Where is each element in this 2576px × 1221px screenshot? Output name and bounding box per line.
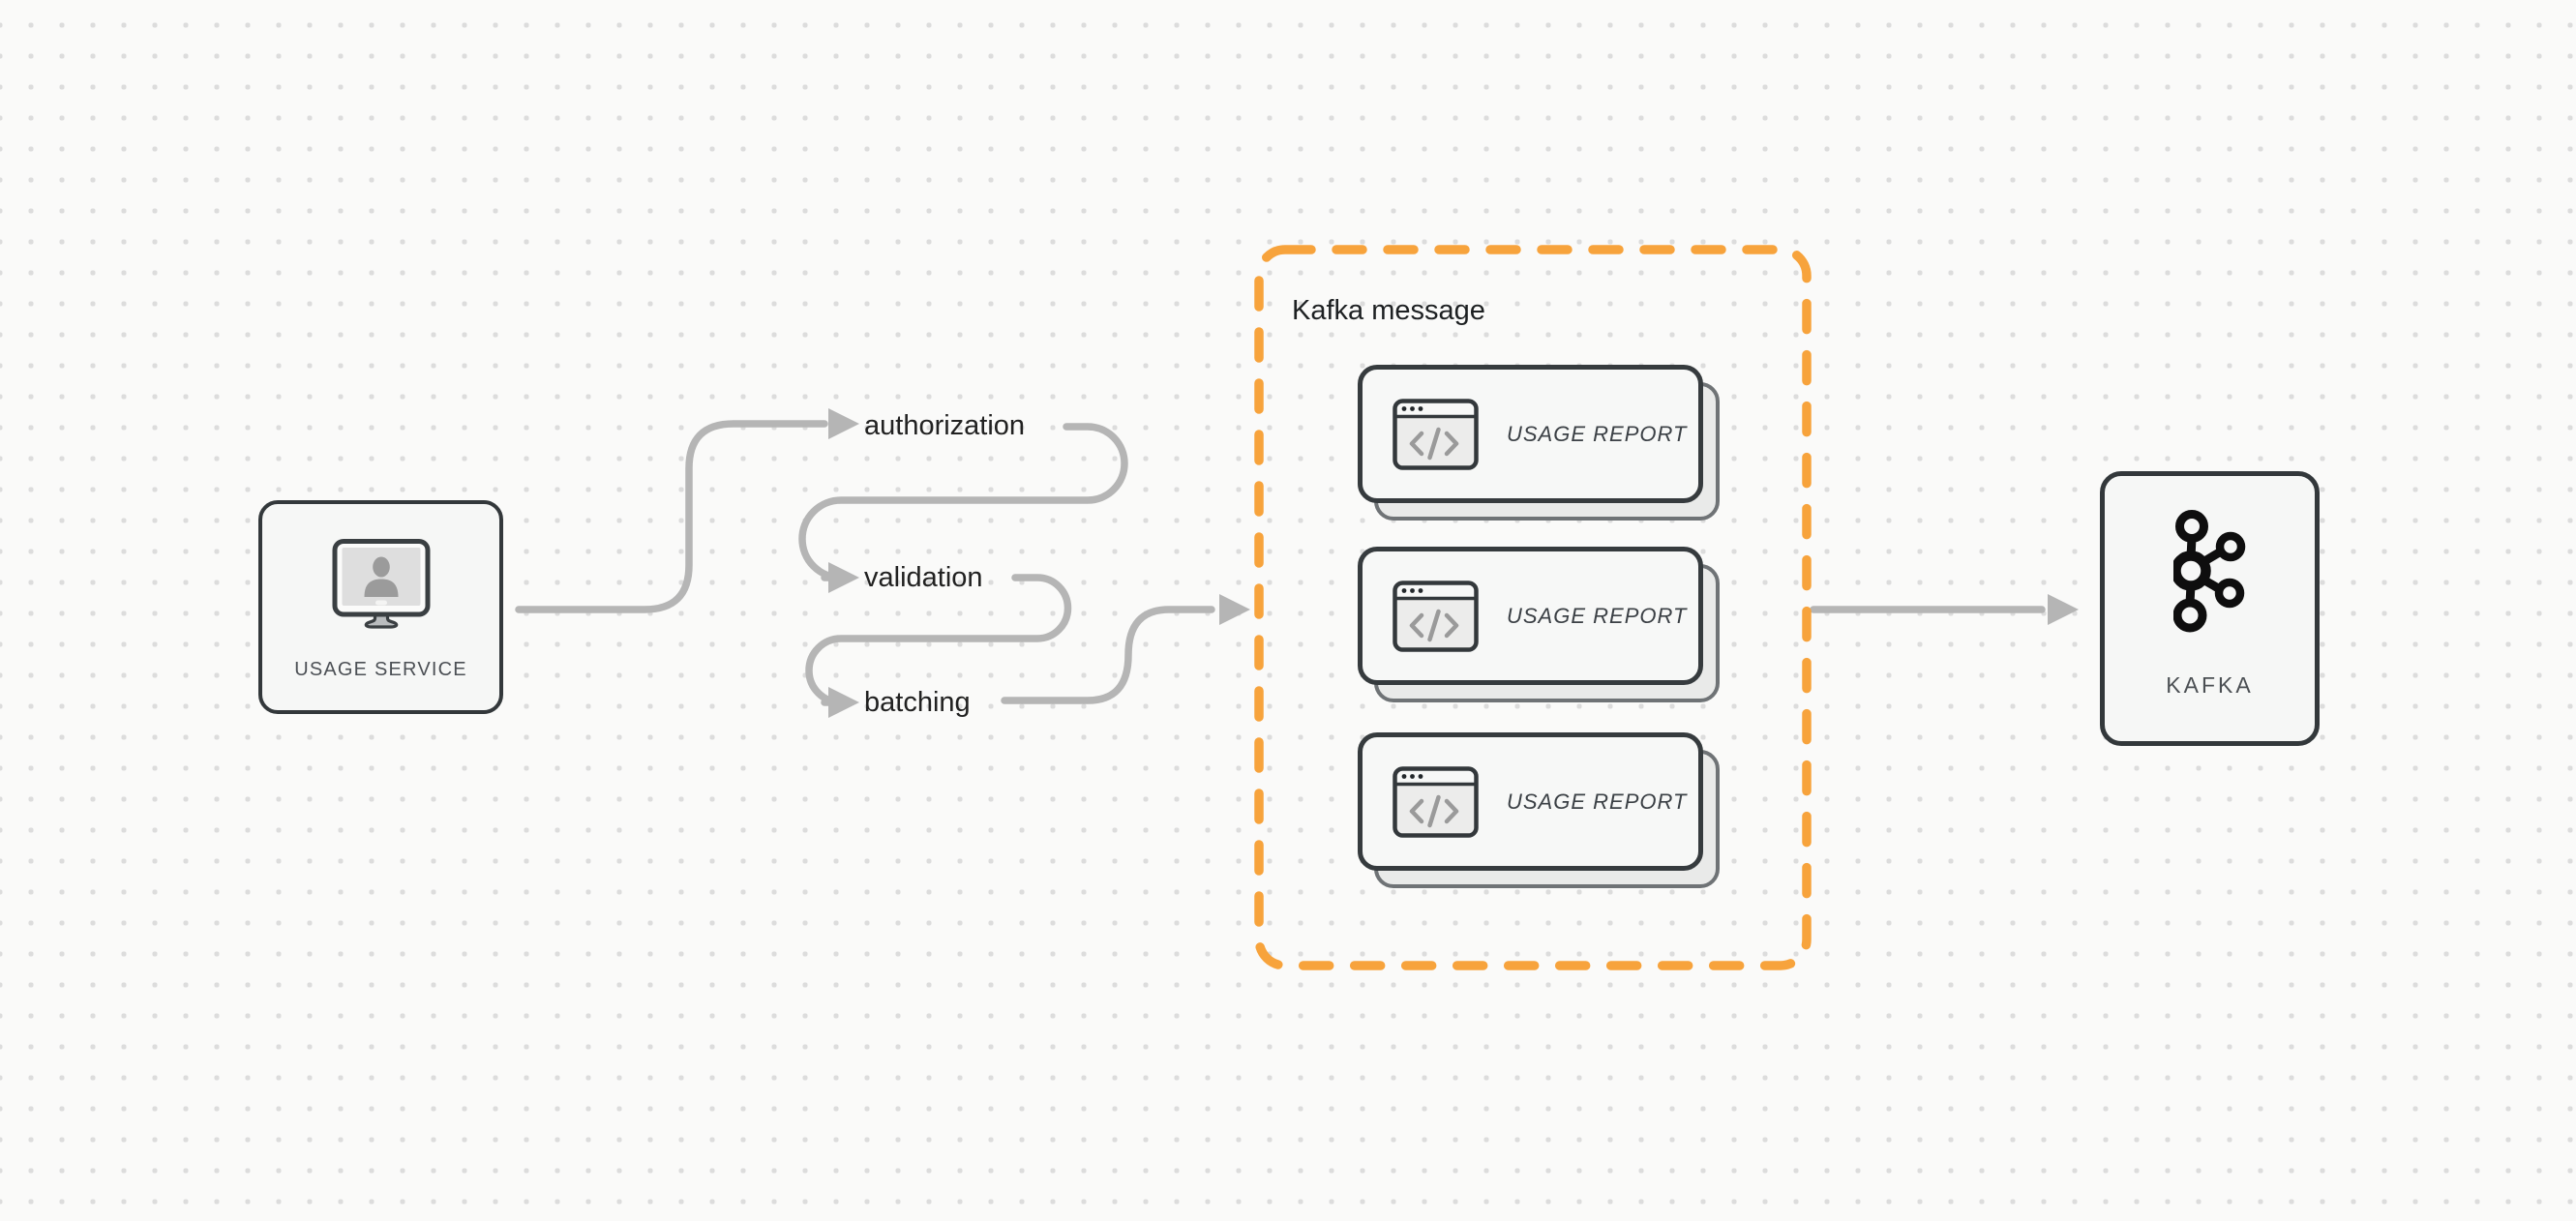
arrowhead-validation: [828, 562, 859, 593]
arrow-authorization-to-validation: [798, 423, 1128, 581]
arrowhead-batching: [828, 687, 859, 718]
step-authorization: authorization: [864, 410, 1026, 441]
usage-service-node: USAGE SERVICE: [258, 500, 503, 714]
kafka-message-group: Kafka message USAGE REPORT: [1254, 245, 1812, 970]
dashed-group-border: [1254, 245, 1812, 970]
code-window-icon: [1393, 765, 1479, 838]
arrow-validation-to-batching: [805, 574, 1072, 706]
kafka-logo-icon: [2172, 510, 2245, 633]
usage-report-label: USAGE REPORT: [1507, 421, 1688, 446]
arrow-service-to-authorization: [515, 420, 828, 613]
kafka-label: KAFKA: [2166, 672, 2254, 698]
usage-report-card: USAGE REPORT: [1358, 732, 1720, 888]
kafka-node: KAFKA: [2100, 471, 2320, 746]
usage-report-card: USAGE REPORT: [1358, 547, 1720, 702]
arrowhead-into-message: [1219, 594, 1250, 625]
arrowhead-authorization: [828, 408, 859, 439]
step-batching: batching: [864, 687, 971, 718]
step-validation: validation: [864, 562, 983, 593]
arrow-batching-to-message: [1001, 606, 1215, 704]
monitor-user-icon: [332, 539, 430, 629]
usage-report-card: USAGE REPORT: [1358, 365, 1720, 521]
kafka-message-title: Kafka message: [1292, 295, 1485, 326]
usage-service-label: USAGE SERVICE: [294, 659, 467, 680]
usage-report-label: USAGE REPORT: [1507, 789, 1688, 814]
usage-report-label: USAGE REPORT: [1507, 603, 1688, 628]
arrowhead-into-kafka: [2048, 594, 2079, 625]
code-window-icon: [1393, 580, 1479, 652]
code-window-icon: [1393, 398, 1479, 470]
